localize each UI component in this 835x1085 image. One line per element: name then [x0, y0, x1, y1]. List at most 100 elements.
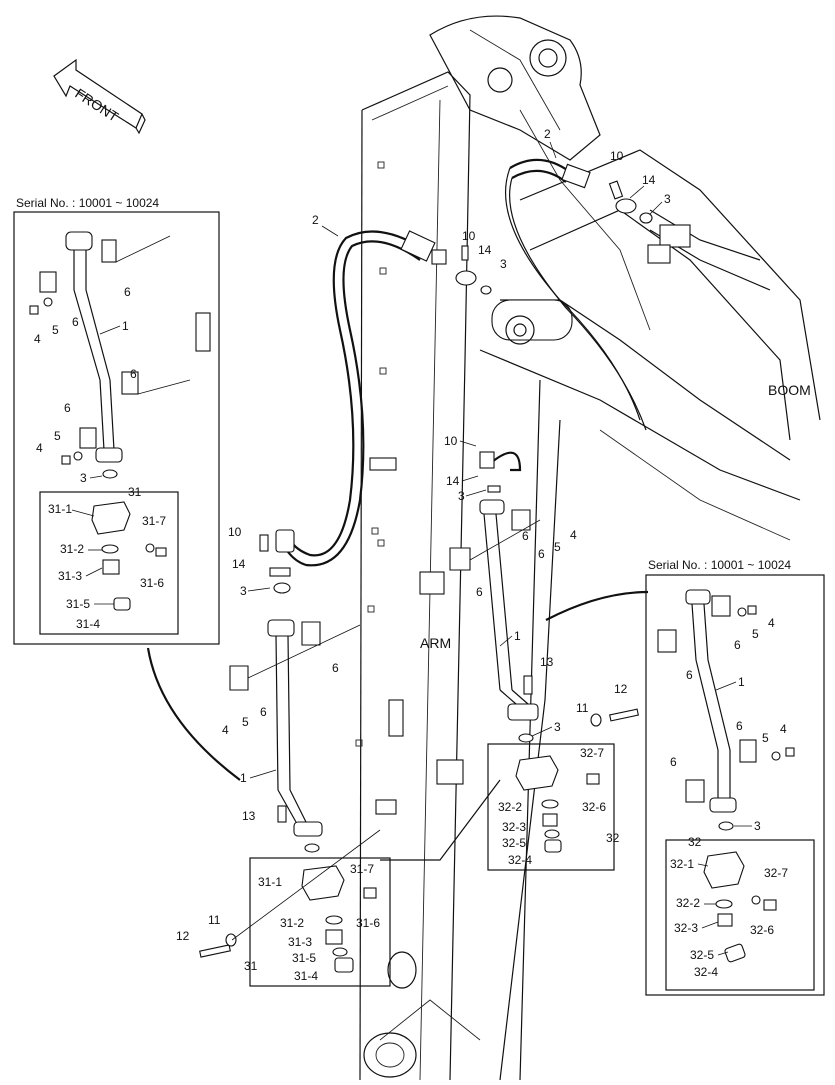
callout: 31-6: [356, 916, 380, 930]
callout: 4: [768, 616, 775, 630]
upper-right-fittings: [608, 180, 771, 291]
callout: 6: [736, 719, 743, 733]
callout: 6: [686, 668, 693, 682]
callout: 12: [176, 929, 190, 943]
callout: 6: [260, 705, 267, 719]
callout: 6: [124, 285, 131, 299]
callout: 31: [244, 959, 258, 973]
center-pipe-assembly: [449, 451, 639, 853]
mid-fittings: [431, 245, 492, 295]
callout: 6: [670, 755, 677, 769]
callout: 31-5: [292, 951, 316, 965]
callout: 11: [576, 701, 589, 715]
callout: 6: [130, 367, 137, 381]
callout: 32-7: [580, 746, 604, 760]
callout: 4: [780, 722, 787, 736]
callout: 32-4: [694, 965, 718, 979]
callout: 6: [538, 547, 545, 561]
callout: 32-6: [582, 800, 606, 814]
callout: 14: [478, 243, 492, 257]
callout: 4: [570, 528, 577, 542]
serial-right-label: Serial No. : 10001 ~ 10024: [648, 558, 791, 572]
hose-2-main: [275, 230, 436, 567]
callout: 5: [242, 715, 249, 729]
callout: 31-5: [66, 597, 90, 611]
callout: 31-3: [288, 935, 312, 949]
callout: 1: [738, 675, 745, 689]
callout: 11: [208, 913, 221, 927]
callouts-left-inset: 6 6 5 4 1 6 6 5 4 3 31 31-1 31-7 31-2 31…: [34, 285, 166, 631]
callout: 5: [752, 627, 759, 641]
callout: 5: [762, 731, 769, 745]
callout: 31-4: [294, 969, 318, 983]
front-arrow: FRONT: [53, 58, 146, 135]
callout: 4: [222, 723, 229, 737]
hose-2-upper: [504, 158, 647, 431]
callout: 1: [514, 629, 521, 643]
callout: 32-1: [670, 857, 694, 871]
callout: 32-2: [498, 800, 522, 814]
callout: 3: [500, 257, 507, 271]
callouts-right-inset: 4 5 6 6 1 6 5 4 6 3 32 32-1 32-7 32-2 32…: [670, 616, 788, 979]
callout: 31-7: [142, 514, 166, 528]
callout: 3: [80, 471, 87, 485]
callout: 4: [36, 441, 43, 455]
callout: 31-2: [60, 542, 84, 556]
callout: 12: [614, 682, 628, 696]
callout: 10: [462, 229, 476, 243]
callout: 31-4: [76, 617, 100, 631]
callout: 1: [240, 771, 247, 785]
callout: 10: [228, 525, 242, 539]
callout: 6: [64, 401, 71, 415]
callout: 6: [332, 661, 339, 675]
callout: 32: [606, 831, 620, 845]
callout: 13: [242, 809, 256, 823]
callout: 2: [312, 213, 319, 227]
callout: 4: [34, 332, 41, 346]
callout: 31-3: [58, 569, 82, 583]
callout: 32-3: [674, 921, 698, 935]
callout: 31-1: [258, 875, 282, 889]
callout: 3: [554, 720, 561, 734]
inset-right: Serial No. : 10001 ~ 10024: [645, 558, 825, 996]
callout: 6: [476, 585, 483, 599]
arm-label: ARM: [420, 635, 451, 651]
callout: 32-4: [508, 853, 532, 867]
callout: 6: [522, 529, 529, 543]
inset-left: Serial No. : 10001 ~ 10024: [13, 196, 220, 645]
callout: 5: [54, 429, 61, 443]
boom-arm-structure: [195, 15, 821, 1081]
callout: 5: [52, 323, 59, 337]
callout: 31-2: [280, 916, 304, 930]
callout: 2: [544, 127, 551, 141]
callout: 3: [754, 819, 761, 833]
callout: 13: [540, 655, 554, 669]
callout: 3: [664, 192, 671, 206]
callout: 10: [610, 149, 624, 163]
callout: 6: [734, 638, 741, 652]
callout: 14: [642, 173, 656, 187]
callout: 31: [128, 485, 142, 499]
callout: 32-7: [764, 866, 788, 880]
boom-label: BOOM: [768, 382, 811, 398]
mid-pipe-assembly: [199, 534, 381, 973]
callout: 14: [232, 557, 246, 571]
serial-left-label: Serial No. : 10001 ~ 10024: [16, 196, 159, 210]
front-label: FRONT: [72, 85, 122, 125]
callout: 14: [446, 474, 460, 488]
callout: 3: [240, 584, 247, 598]
callout: 32-2: [676, 896, 700, 910]
callout: 32: [688, 835, 702, 849]
callout: 10: [444, 434, 458, 448]
callout: 32-3: [502, 820, 526, 834]
callout: 32-6: [750, 923, 774, 937]
callout: 32-5: [502, 836, 526, 850]
callout: 31-1: [48, 502, 72, 516]
callouts-main: 2 10 14 3 2 10 14 3 10 14 3 6 5 4 6 6 1 …: [176, 127, 671, 987]
callout: 6: [72, 315, 79, 329]
callout: 32-5: [690, 948, 714, 962]
callout: 1: [122, 319, 129, 333]
callout: 3: [458, 489, 465, 503]
